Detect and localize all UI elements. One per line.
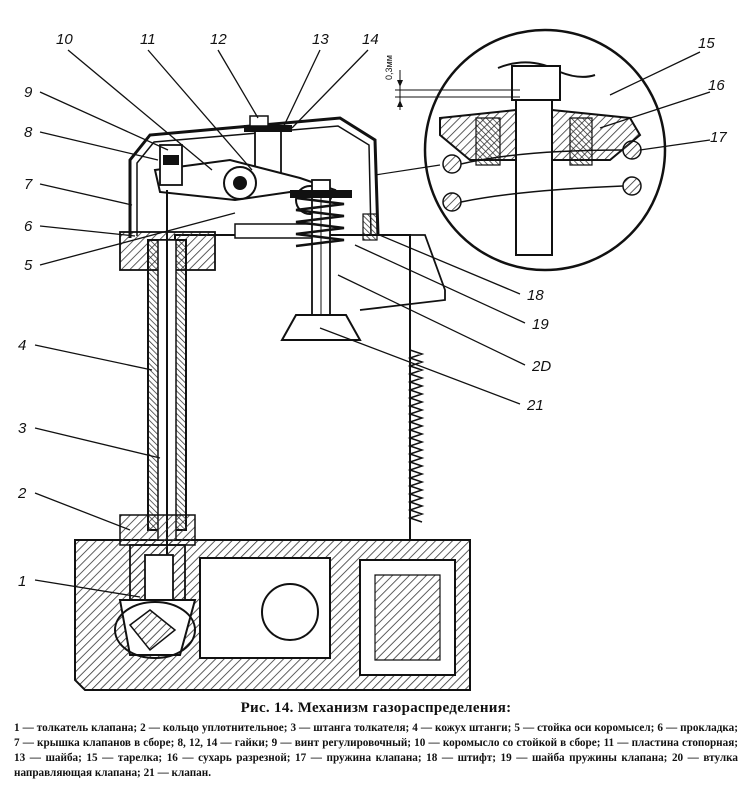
callout-10: 10 xyxy=(56,31,73,48)
callout-11: 11 xyxy=(140,31,156,48)
pushrod-assembly xyxy=(114,190,197,659)
mechanism-drawing: 1 2 3 4 5 6 7 8 9 10 11 12 13 14 15 16 1… xyxy=(17,28,727,691)
callout-4: 4 xyxy=(18,337,26,354)
callout-16: 16 xyxy=(708,77,725,94)
callout-15: 15 xyxy=(698,35,715,52)
callout-20: 2D xyxy=(531,358,551,375)
valve-assembly xyxy=(280,179,378,341)
callout-3: 3 xyxy=(18,420,27,437)
cylinder-fins xyxy=(160,234,446,541)
rocker-arm xyxy=(153,144,337,215)
callout-9: 9 xyxy=(24,84,33,101)
callout-5: 5 xyxy=(24,257,33,274)
caption-legend: 1 — толкатель клапана; 2 — кольцо уплотн… xyxy=(14,722,738,779)
figure-caption: Рис. 14. Механизм газораспределения: 1 —… xyxy=(14,700,738,781)
gap-dimension-label: 0,3мм xyxy=(384,55,394,80)
callout-12: 12 xyxy=(210,31,227,48)
callout-13: 13 xyxy=(312,31,329,48)
caption-title: Рис. 14. Механизм газораспределения: xyxy=(240,700,512,716)
callout-21: 21 xyxy=(526,397,544,414)
callout-8: 8 xyxy=(24,124,33,141)
leader-lines xyxy=(34,49,711,598)
callout-1: 1 xyxy=(18,573,26,590)
callout-6: 6 xyxy=(24,218,33,235)
callout-19: 19 xyxy=(532,316,549,333)
callout-14: 14 xyxy=(362,31,379,48)
detail-view xyxy=(374,28,667,272)
callout-2: 2 xyxy=(17,485,27,502)
callout-17: 17 xyxy=(710,129,727,146)
callout-18: 18 xyxy=(527,287,544,304)
callout-7: 7 xyxy=(24,176,33,193)
